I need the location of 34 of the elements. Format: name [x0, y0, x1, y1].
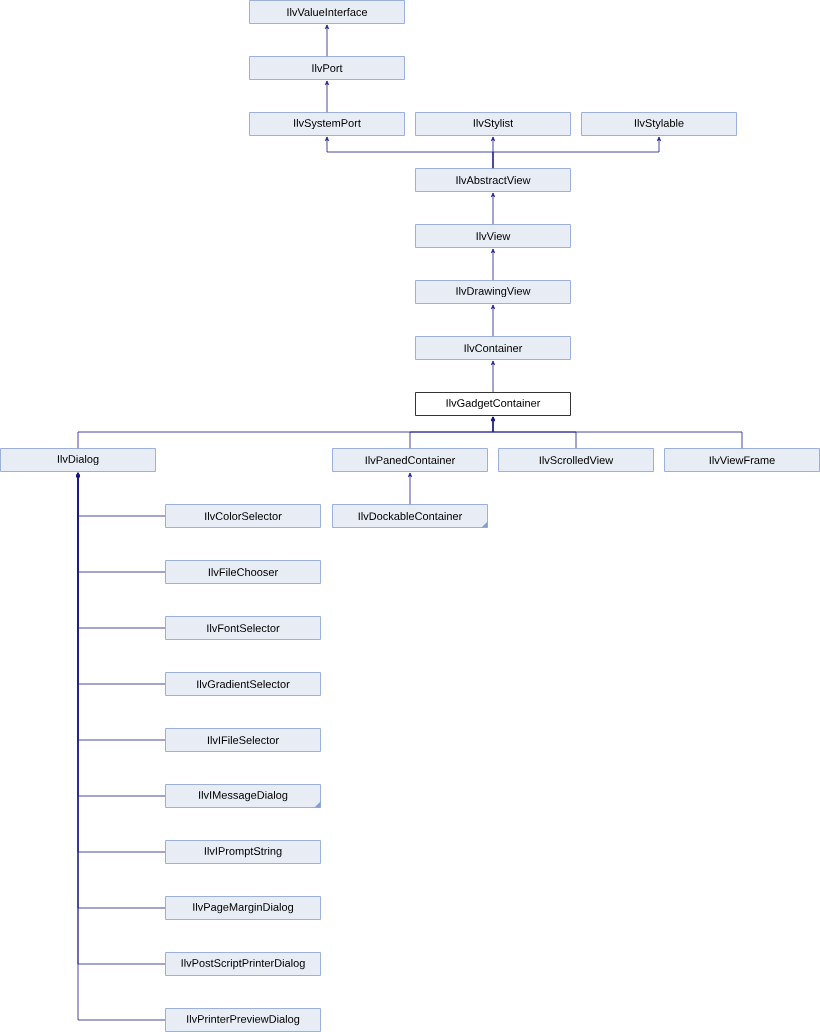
- class-box: IlvPanedContainer: [332, 448, 488, 472]
- arrow: [492, 136, 661, 169]
- class-box: IlvStylist: [415, 112, 571, 136]
- class-box: IlvIFileSelector: [165, 728, 321, 752]
- arrow: [325, 24, 329, 57]
- class-box: IlvValueInterface: [249, 0, 405, 24]
- class-box: IlvViewFrame: [664, 448, 820, 472]
- class-box: IlvView: [415, 224, 571, 248]
- class-box: IlvAbstractView: [415, 168, 571, 192]
- class-box: IlvDialog: [0, 448, 156, 472]
- arrow: [491, 192, 495, 225]
- class-box: IlvIPromptString: [165, 840, 321, 864]
- class-box: IlvGadgetContainer: [415, 392, 571, 416]
- class-box: IlvPort: [249, 56, 405, 80]
- class-box: IlvFontSelector: [165, 616, 321, 640]
- class-box: IlvPageMarginDialog: [165, 896, 321, 920]
- class-box: IlvIMessageDialog: [165, 784, 321, 808]
- class-box: IlvDockableContainer: [332, 504, 488, 528]
- class-box: IlvStylable: [581, 112, 737, 136]
- arrow: [491, 304, 495, 337]
- class-box: IlvGradientSelector: [165, 672, 321, 696]
- arrow: [491, 416, 743, 449]
- class-box: IlvContainer: [415, 336, 571, 360]
- class-box: IlvFileChooser: [165, 560, 321, 584]
- class-box: IlvPostScriptPrinterDialog: [165, 952, 321, 976]
- class-box: IlvDrawingView: [415, 280, 571, 304]
- class-box: IlvPrinterPreviewDialog: [165, 1008, 321, 1032]
- arrow: [325, 80, 329, 113]
- class-box: IlvSystemPort: [249, 112, 405, 136]
- arrow: [491, 248, 495, 281]
- arrow: [491, 360, 495, 393]
- class-box: IlvColorSelector: [165, 504, 321, 528]
- class-box: IlvScrolledView: [498, 448, 654, 472]
- arrow: [408, 472, 412, 505]
